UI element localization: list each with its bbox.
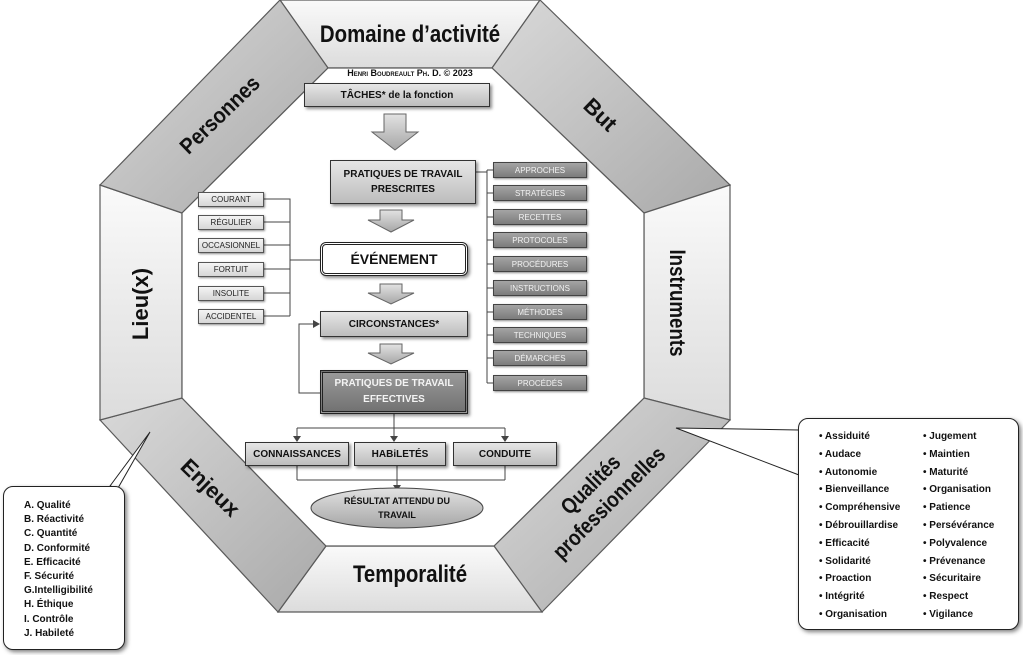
box-circonstances: CIRCONSTANCES*	[320, 311, 468, 337]
quality-item: • Maturité	[923, 466, 969, 478]
method-item: TECHNIQUES	[493, 327, 587, 343]
quality-item: • Persévérance	[923, 519, 995, 531]
method-item: APPROCHES	[493, 162, 587, 178]
label-temporalite: Temporalité	[352, 561, 468, 588]
box-conduite: CONDUITE	[453, 442, 557, 466]
method-item: PROCÉDURES	[493, 256, 587, 272]
quality-item: • Organisation	[923, 484, 991, 496]
quality-item: • Vigilance	[923, 608, 974, 620]
arrow-circonstances-down	[367, 343, 415, 365]
enjeux-list: A. Qualité B. Réactivité C. Quantité D. …	[24, 499, 93, 641]
freq-item: OCCASIONNEL	[198, 238, 264, 253]
prescrites-line2: PRESCRITES	[371, 184, 435, 195]
box-connaissances: CONNAISSANCES	[245, 442, 349, 466]
enjeu-item: J. Habileté	[24, 627, 75, 639]
quality-item: • Patience	[923, 502, 971, 514]
quality-item: • Prévenance	[923, 555, 986, 567]
author-credit: Henri Boudreault Ph. D. © 2023	[347, 68, 473, 78]
freq-item: COURANT	[198, 192, 264, 207]
enjeu-item: E. Efficacité	[24, 556, 81, 568]
enjeu-item: A. Qualité	[24, 500, 71, 511]
arrow-prescrites-down	[367, 209, 415, 233]
qualities-callout: • Assiduité • Audace • Autonomie • Bienv…	[798, 418, 1019, 630]
quality-item: • Respect	[923, 591, 969, 603]
enjeu-item: C. Quantité	[24, 528, 78, 540]
enjeux-callout: A. Qualité B. Réactivité C. Quantité D. …	[3, 486, 125, 650]
arrow-taches-down	[370, 113, 420, 151]
enjeu-item: I. Contrôle	[24, 613, 74, 625]
method-item: PROTOCOLES	[493, 232, 587, 248]
connector-methods	[476, 169, 493, 384]
effectives-line2: EFFECTIVES	[363, 394, 425, 405]
connector-result-join	[296, 466, 506, 489]
resultat-line1: RÉSULTAT ATTENDU DU	[344, 496, 450, 506]
arrowhead-habiletes	[390, 436, 398, 442]
enjeu-item: F. Sécurité	[24, 571, 75, 583]
connector-feedback-loop	[298, 323, 320, 394]
method-item: MÉTHODES	[493, 304, 587, 320]
quality-item: • Proaction	[819, 573, 872, 585]
quality-item: • Organisation	[819, 608, 887, 620]
quality-item: • Efficacité	[819, 537, 870, 549]
quality-item: • Polyvalence	[923, 537, 988, 549]
connector-effectives-split	[296, 414, 506, 440]
box-pratiques-prescrites: PRATIQUES DE TRAVAIL PRESCRITES	[330, 160, 476, 204]
quality-item: • Sécuritaire	[923, 573, 981, 585]
enjeu-item: B. Réactivité	[24, 514, 85, 526]
box-taches: TÂCHES* de la fonction	[304, 83, 490, 107]
enjeu-item: H. Éthique	[24, 599, 74, 611]
box-habiletes: HABiLETÉS	[354, 442, 446, 466]
quality-item: • Compréhensive	[819, 502, 901, 514]
resultat-line2: TRAVAIL	[378, 510, 416, 520]
resultat-label: RÉSULTAT ATTENDU DU TRAVAIL	[311, 490, 483, 526]
freq-item: RÉGULIER	[198, 215, 264, 230]
box-pratiques-effectives: PRATIQUES DE TRAVAIL EFFECTIVES	[320, 370, 468, 414]
label-instruments: Instruments	[665, 249, 690, 357]
quality-item: • Débrouillardise	[819, 519, 899, 531]
arrowhead-conduite	[501, 436, 509, 442]
method-item: DÉMARCHES	[493, 350, 587, 366]
qualities-column-1: • Assiduité • Audace • Autonomie • Bienv…	[819, 428, 900, 624]
label-lieux: Lieu(x)	[128, 267, 153, 341]
quality-item: • Audace	[819, 448, 862, 460]
enjeu-item: D. Conformité	[24, 542, 91, 554]
quality-item: • Jugement	[923, 431, 977, 442]
freq-item: FORTUIT	[198, 262, 264, 277]
arrow-evenement-down	[367, 283, 415, 305]
qualities-column-2: • Jugement • Maintien • Maturité • Organ…	[923, 428, 994, 624]
label-domaine-activite: Domaine d’activité	[319, 21, 501, 48]
freq-item: ACCIDENTEL	[198, 309, 264, 324]
resultat-shape	[310, 487, 484, 529]
quality-item: • Assiduité	[819, 431, 870, 442]
prescrites-line1: PRATIQUES DE TRAVAIL	[343, 169, 463, 180]
enjeu-item: G.Intelligibilité	[24, 585, 93, 597]
connector-frequencies	[264, 198, 320, 317]
effectives-line1: PRATIQUES DE TRAVAIL	[334, 378, 454, 389]
freq-item: INSOLITE	[198, 286, 264, 301]
method-item: RECETTES	[493, 209, 587, 225]
method-item: INSTRUCTIONS	[493, 280, 587, 296]
quality-item: • Bienveillance	[819, 484, 890, 496]
quality-item: • Maintien	[923, 448, 970, 460]
method-item: STRATÉGIES	[493, 185, 587, 201]
method-item: PROCÉDÉS	[493, 375, 587, 391]
arrowhead-circonstances	[313, 320, 320, 328]
box-evenement: ÉVÉNEMENT	[320, 242, 468, 276]
quality-item: • Autonomie	[819, 466, 878, 478]
arrowhead-connaissances	[293, 436, 301, 442]
quality-item: • Intégrité	[819, 591, 865, 603]
quality-item: • Solidarité	[819, 555, 871, 567]
